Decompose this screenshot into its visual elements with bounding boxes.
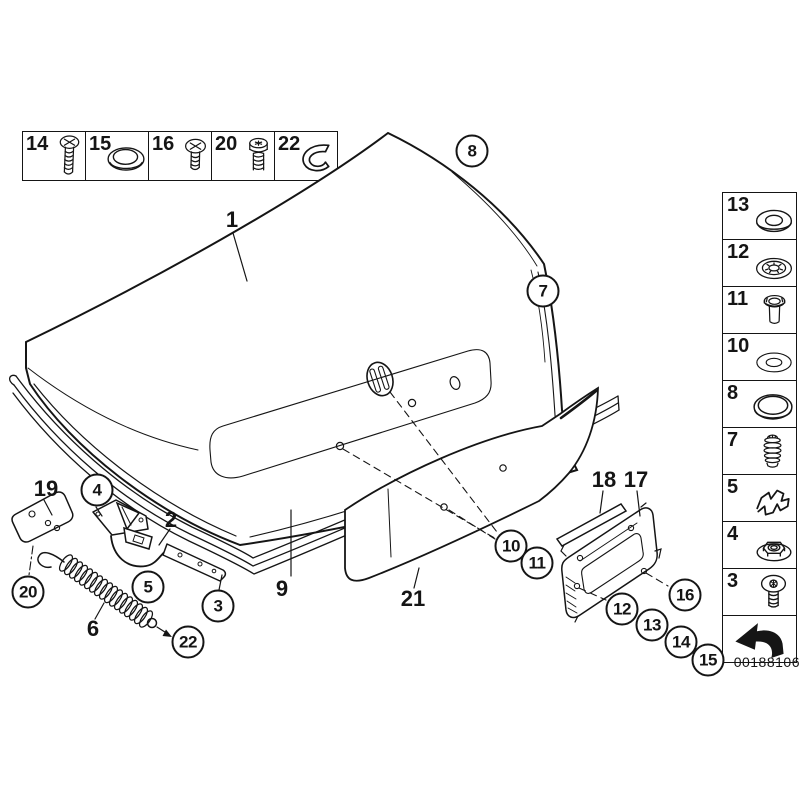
part-number-label: 5 — [727, 476, 739, 498]
lid-hole — [407, 398, 417, 408]
part-number-label: 11 — [727, 288, 749, 310]
tension-spring — [37, 551, 158, 629]
callout-12[interactable]: 12 — [605, 592, 639, 626]
phillips-screw-icon — [182, 138, 209, 174]
catch-plate — [11, 491, 74, 543]
parts-column-item-10[interactable]: 10 — [723, 333, 796, 380]
diagram-part-number: 00188106 — [733, 654, 800, 670]
label-9[interactable]: 9 — [275, 576, 289, 601]
parts-column: 13 12 11 — [722, 192, 797, 663]
bracket-hole — [576, 554, 584, 562]
emblem — [366, 361, 394, 397]
label-2[interactable]: 2 — [164, 507, 178, 532]
fastener-legend: 14 15 16 — [22, 131, 338, 181]
phillips-screw-long-icon — [56, 135, 83, 176]
label-21[interactable]: 21 — [400, 586, 426, 611]
part-number-label: 8 — [727, 382, 739, 404]
parts-column-item-12[interactable]: 12 — [723, 239, 796, 286]
legend-item-15[interactable]: 15 — [85, 132, 148, 180]
part-number-label: 3 — [727, 570, 739, 592]
grommet-cap-icon — [106, 144, 146, 174]
panel-hole — [499, 464, 507, 472]
legend-item-22[interactable]: 22 — [274, 132, 337, 180]
legend-item-20[interactable]: 20 — [211, 132, 274, 180]
callout-20[interactable]: 20 — [11, 575, 45, 609]
callout-7[interactable]: 7 — [526, 274, 560, 308]
part-number-label: 7 — [727, 429, 739, 451]
spring-clip-icon — [752, 483, 794, 519]
bracket-hole — [573, 582, 581, 590]
parts-column-item-4[interactable]: 4 — [723, 521, 796, 568]
leader-lines — [43, 232, 641, 620]
rubber-buffer-icon — [759, 432, 786, 471]
legend-item-16[interactable]: 16 — [148, 132, 211, 180]
trunk-lid-outline — [25, 131, 579, 547]
bracket-hole — [627, 524, 635, 532]
part-number-label: 13 — [727, 194, 750, 216]
parts-column-item-7[interactable]: 7 — [723, 427, 796, 474]
assembly-reference-lines — [342, 391, 669, 601]
legend-number: 15 — [89, 133, 112, 155]
flat-washer-icon — [754, 350, 794, 377]
label-19[interactable]: 19 — [33, 476, 59, 501]
parts-column-item-5[interactable]: 5 — [723, 474, 796, 521]
lid-hole — [449, 376, 461, 390]
callout-3[interactable]: 3 — [201, 589, 235, 623]
callout-16[interactable]: 16 — [668, 578, 702, 612]
parts-column-item-8[interactable]: 8 — [723, 380, 796, 427]
legend-number: 22 — [278, 133, 301, 155]
part-number-label: 4 — [727, 523, 739, 545]
trunk-latch — [92, 499, 171, 568]
callout-4[interactable]: 4 — [80, 473, 114, 507]
u-clip-icon — [297, 142, 335, 174]
label-17[interactable]: 17 — [623, 467, 649, 492]
license-plate-base — [560, 502, 662, 623]
license-recess-line — [209, 349, 492, 479]
parts-column-item-3[interactable]: 3 — [723, 568, 796, 615]
centerline — [28, 545, 34, 576]
torx-screw-icon — [758, 574, 789, 612]
part-number-label: 10 — [727, 335, 750, 357]
callout-13[interactable]: 13 — [635, 608, 669, 642]
callout-5[interactable]: 5 — [131, 570, 165, 604]
lever-arm — [162, 543, 227, 582]
flange-nut-icon — [754, 531, 794, 563]
parts-column-item-arrow[interactable] — [723, 615, 796, 662]
parts-column-item-11[interactable]: 11 — [723, 286, 796, 333]
lid-hole — [335, 441, 345, 451]
callout-8[interactable]: 8 — [455, 134, 489, 168]
thick-washer-icon — [754, 207, 794, 237]
legend-number: 16 — [152, 133, 175, 155]
legend-item-14[interactable]: 14 — [23, 132, 85, 180]
legend-number: 20 — [215, 133, 238, 155]
socket-head-bolt-icon — [245, 137, 272, 176]
callout-11[interactable]: 11 — [520, 546, 554, 580]
trim-panel — [344, 386, 599, 582]
label-18[interactable]: 18 — [591, 467, 617, 492]
spring-pointer-head — [162, 629, 172, 637]
callout-22[interactable]: 22 — [171, 625, 205, 659]
callout-14[interactable]: 14 — [664, 625, 698, 659]
grommet-plug-icon — [752, 393, 794, 425]
parts-column-item-13[interactable]: 13 — [723, 193, 796, 239]
callout-15[interactable]: 15 — [691, 643, 725, 677]
label-6[interactable]: 6 — [86, 616, 100, 641]
label-1[interactable]: 1 — [225, 207, 239, 232]
serrated-washer-icon — [754, 254, 794, 284]
sleeve-bushing-icon — [761, 293, 788, 330]
direction-arrow-icon — [731, 619, 789, 660]
protective-strip — [555, 503, 628, 547]
bracket-hole — [640, 567, 648, 575]
legend-number: 14 — [26, 133, 49, 155]
part-number-label: 12 — [727, 241, 750, 263]
